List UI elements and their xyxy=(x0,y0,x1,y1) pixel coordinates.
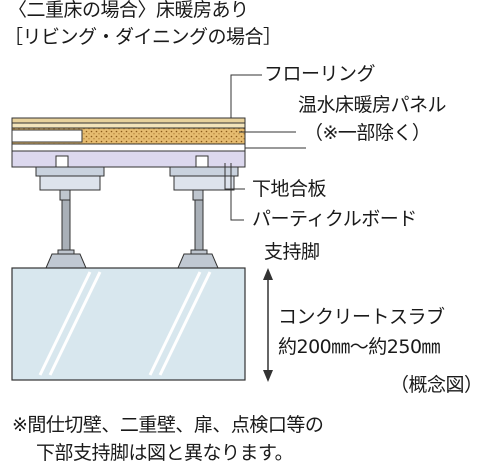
label-slab: コンクリートスラブ xyxy=(278,306,445,328)
support-leg-left xyxy=(35,166,105,269)
label-slab-thickness: 約200㎜～約250㎜ xyxy=(278,336,441,358)
label-heating-panel: 温水床暖房パネル xyxy=(298,94,447,116)
header-subtitle: ［リビング・ダイニングの場合］ xyxy=(4,26,282,48)
label-particle-board: パーティクルボード xyxy=(252,208,417,230)
footnote-line1: ※間仕切壁、二重壁、扉、点検口等の xyxy=(12,414,324,436)
particle-board xyxy=(11,150,246,168)
support-leg-right xyxy=(169,166,239,269)
label-concept: （概念図） xyxy=(390,374,483,396)
leader-lines xyxy=(224,74,306,221)
heating-panel-layer xyxy=(11,127,246,145)
label-support-leg: 支持脚 xyxy=(264,241,320,263)
flooring-layer xyxy=(11,117,246,129)
label-subfloor: 下地合板 xyxy=(252,178,327,200)
label-flooring: フローリング xyxy=(264,63,376,85)
subfloor-plywood xyxy=(11,143,246,152)
label-heating-panel-note: （※一部除く） xyxy=(304,122,431,144)
concrete-slab xyxy=(11,267,246,381)
header-title: 〈二重床の場合〉床暖房あり xyxy=(8,0,249,21)
slab-thickness-dimension xyxy=(263,268,273,382)
footnote-line2: 下部支持脚は図と異なります。 xyxy=(36,442,294,464)
